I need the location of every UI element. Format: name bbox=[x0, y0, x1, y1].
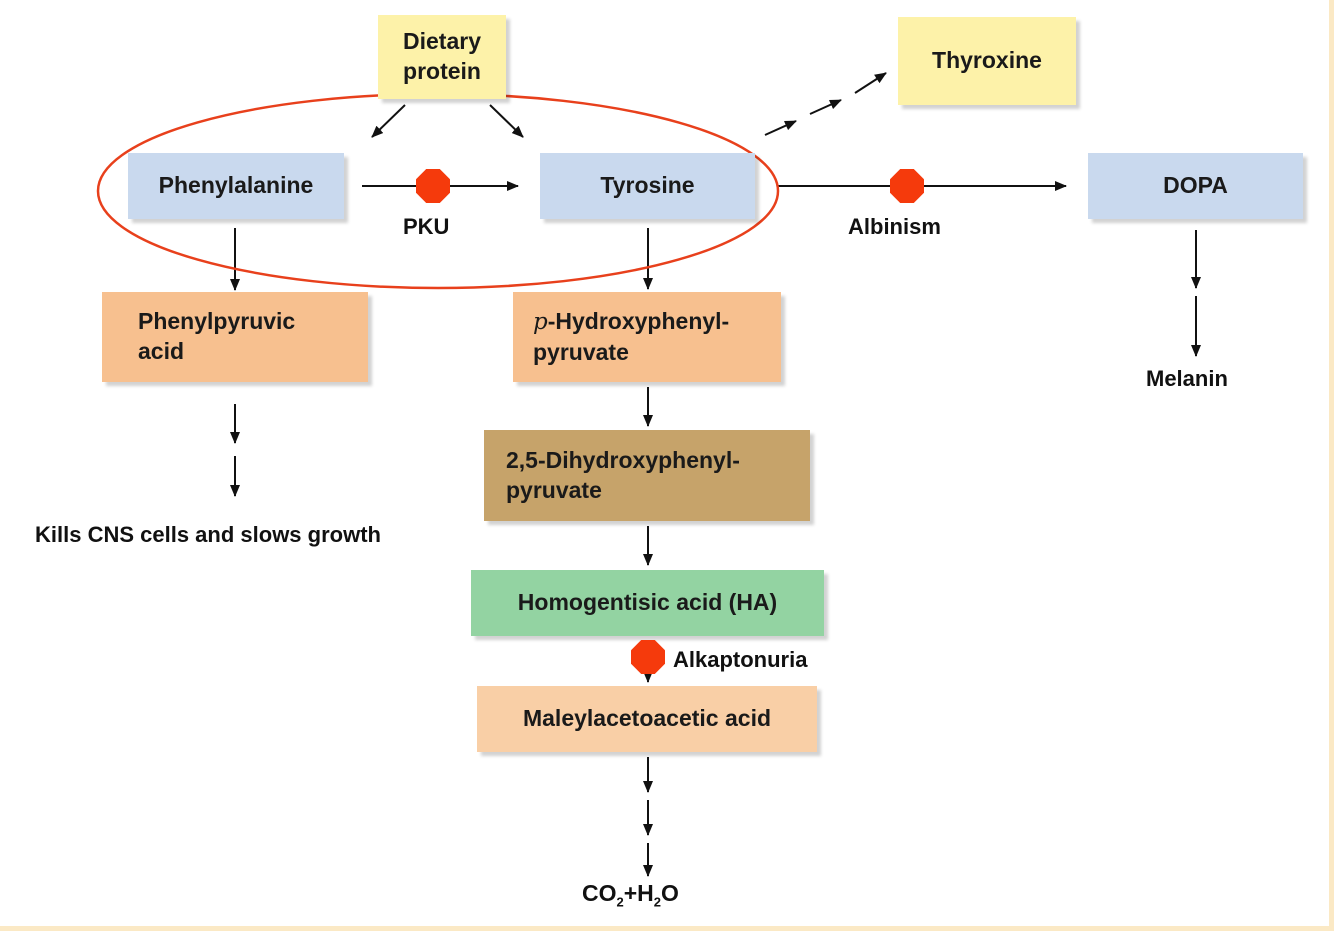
label-alkaptonuria: Alkaptonuria bbox=[673, 647, 808, 672]
node-tyrosine: Tyrosine bbox=[540, 153, 755, 219]
node-thyroxine: Thyroxine bbox=[898, 17, 1076, 105]
node-homogentisic-acid: Homogentisic acid (HA) bbox=[471, 570, 824, 636]
node-phenylalanine: Phenylalanine bbox=[128, 153, 344, 219]
arrow-protein-to-tyrosine bbox=[489, 104, 524, 138]
label-melanin: Melanin bbox=[1146, 366, 1228, 391]
label-albinism: Albinism bbox=[848, 214, 941, 239]
node-phenylpyruvic-acid: Phenylpyruvic acid bbox=[102, 292, 368, 382]
node-dihydroxyphenylpyruvate: 2,5-Dihydroxyphenyl- pyruvate bbox=[484, 430, 810, 521]
node-hydroxyphenylpyruvate: p-Hydroxyphenyl- pyruvate bbox=[513, 292, 781, 382]
arrow-tyrosine-to-thyroxine-2 bbox=[809, 99, 842, 115]
block-octagon-albinism bbox=[890, 169, 924, 203]
block-octagon-alkaptonuria bbox=[631, 640, 665, 674]
arrow-protein-to-phenylalanine bbox=[371, 104, 406, 138]
block-octagon-pku bbox=[416, 169, 450, 203]
node-maleylacetoacetic-acid: Maleylacetoacetic acid bbox=[477, 686, 817, 752]
label-pku: PKU bbox=[403, 214, 450, 239]
label-co2-h2o: CO2+H2O bbox=[582, 880, 679, 910]
arrow-tyrosine-to-thyroxine-3 bbox=[854, 72, 887, 94]
node-dopa: DOPA bbox=[1088, 153, 1303, 219]
arrow-tyrosine-to-thyroxine-1 bbox=[764, 120, 797, 136]
note-cns: Kills CNS cells and slows growth bbox=[35, 522, 381, 547]
